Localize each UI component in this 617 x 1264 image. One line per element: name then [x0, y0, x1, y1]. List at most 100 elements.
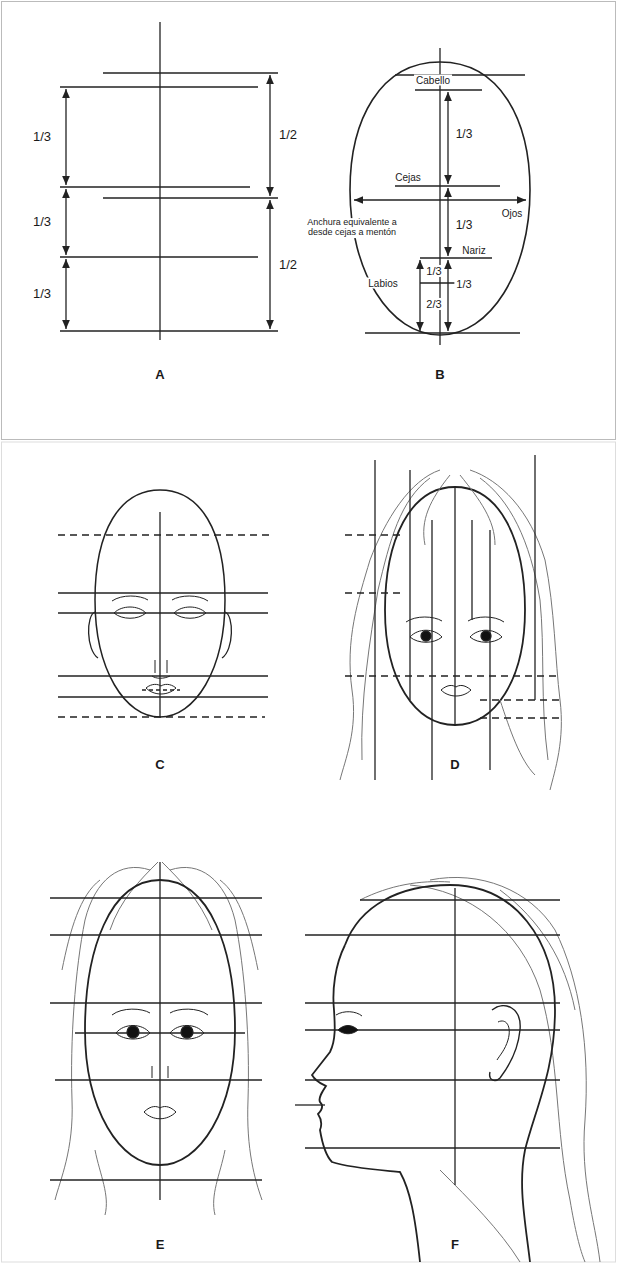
feature-label: Cejas: [393, 172, 423, 183]
drawing-path: [385, 487, 525, 725]
drawing-rect: [2, 2, 616, 440]
drawing-path: [89, 612, 98, 658]
drawing-line: [50, 1002, 262, 1003]
drawing-path: [152, 1066, 168, 1078]
feature-label: Labios: [366, 278, 399, 289]
drawing-path: [114, 607, 146, 618]
drawing-line: [447, 188, 448, 256]
drawing-path: [162, 862, 212, 930]
drawing-line: [305, 1002, 560, 1003]
drawing-line: [159, 512, 160, 717]
drawing-line: [295, 1104, 325, 1105]
drawing-line: [345, 675, 560, 676]
drawing-g: [55, 862, 262, 1215]
panel-c-face: [58, 490, 270, 717]
drawing-path: [500, 700, 535, 775]
drawing-path: [170, 867, 262, 1200]
panel-letter: A: [153, 368, 166, 382]
drawing-line: [60, 330, 278, 331]
drawing-line: [454, 487, 455, 725]
ratio-label: 1/3: [31, 287, 53, 301]
drawing-line: [159, 862, 160, 1200]
drawing-line: [65, 259, 66, 329]
ratio-label: 1/3: [454, 128, 475, 141]
drawing-path: [95, 1150, 106, 1215]
drawing-line: [354, 199, 526, 200]
drawing-path: [55, 867, 150, 1200]
drawing-circle: [127, 1026, 139, 1038]
drawing-line: [60, 86, 258, 87]
drawing-line: [305, 1079, 560, 1080]
drawing-path: [116, 1026, 150, 1040]
drawing-path: [95, 490, 225, 717]
ratio-label: 1/3: [424, 265, 443, 277]
panel-e-face: [50, 862, 262, 1215]
panel-letter: D: [448, 758, 461, 772]
drawing-path: [470, 630, 502, 642]
ratio-label: 1/3: [31, 215, 53, 229]
drawing-path: [340, 470, 440, 780]
drawing-line: [374, 460, 375, 780]
drawing-path: [152, 660, 170, 678]
drawing-line: [534, 455, 535, 700]
ratio-label: 1/2: [277, 258, 299, 272]
drawing-path: [146, 684, 176, 694]
ratio-label: 1/2: [277, 128, 299, 142]
panel-letter: B: [433, 368, 446, 382]
drawing-path: [410, 885, 585, 1262]
drawing-path: [338, 1026, 358, 1034]
drawing-line: [431, 520, 432, 780]
drawing-line: [58, 675, 268, 676]
drawing-line: [409, 470, 410, 700]
panel-letter: E: [154, 1238, 167, 1252]
panel-letter: C: [153, 758, 166, 772]
drawing-line: [103, 197, 278, 198]
ratio-label: 1/3: [454, 219, 475, 232]
ratio-label: 1/3: [31, 130, 53, 144]
drawing-line: [471, 520, 472, 620]
drawing-line: [103, 72, 278, 73]
drawing-line: [305, 1147, 560, 1148]
drawing-line: [454, 888, 455, 1185]
drawing-path: [174, 607, 206, 618]
drawing-path: [112, 1009, 208, 1015]
drawing-line: [50, 1179, 262, 1180]
drawing-circle: [421, 631, 431, 641]
panel-letter: F: [449, 1238, 461, 1252]
drawing-path: [490, 1006, 521, 1081]
drawing-line: [345, 534, 400, 535]
drawing-line: [447, 92, 448, 184]
drawing-line: [65, 189, 66, 255]
drawing-line: [419, 260, 420, 331]
drawing-path: [220, 880, 258, 970]
drawing-path: [170, 1026, 204, 1040]
drawing-line: [50, 934, 262, 935]
drawing-path: [440, 1170, 520, 1262]
panel-d-face: [340, 455, 561, 790]
drawing-path: [441, 685, 471, 696]
feature-label: Nariz: [460, 245, 487, 256]
drawing-line: [415, 89, 482, 90]
drawing-line: [420, 257, 492, 258]
panel-f-profile: [295, 877, 600, 1262]
drawing-path: [110, 862, 158, 930]
drawing-line: [345, 592, 405, 593]
drawing-line: [305, 934, 560, 935]
drawing-line: [58, 716, 265, 717]
drawing-line: [395, 185, 500, 186]
drawing-line: [365, 332, 520, 333]
drawing-path: [500, 890, 575, 1010]
drawing-line: [58, 696, 268, 697]
width-note: Anchura equivalente a desde cejas a ment…: [298, 218, 406, 238]
drawing-path: [312, 945, 420, 1262]
drawing-path: [214, 1150, 225, 1215]
drawing-circle: [481, 631, 491, 641]
drawing-path: [144, 1107, 176, 1119]
drawing-path: [497, 1021, 509, 1060]
drawing-line: [58, 612, 268, 613]
feature-label: Ojos: [500, 208, 525, 219]
ratio-label: 2/3: [424, 298, 443, 310]
